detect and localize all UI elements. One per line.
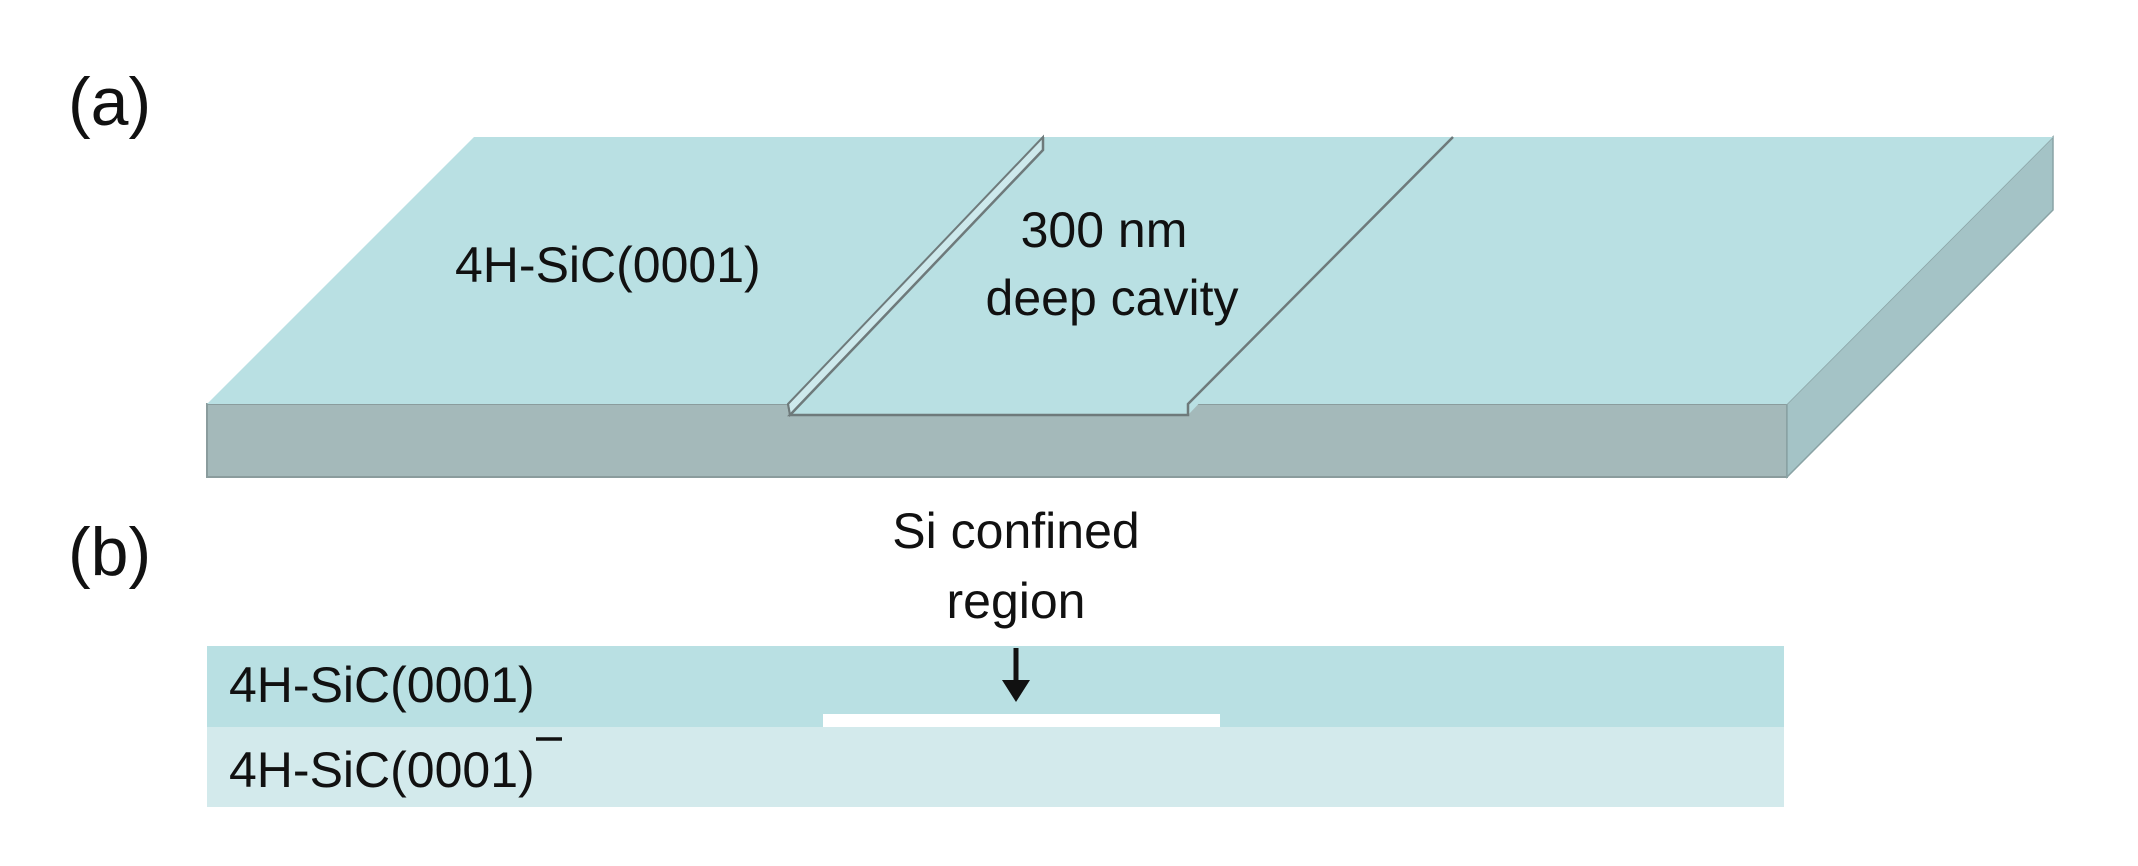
top-layer-label: 4H-SiC(0001): [229, 657, 535, 713]
cavity-front-notch: [787, 403, 791, 416]
bottom-layer-label: 4H-SiC(0001): [229, 742, 535, 798]
substrate-label: 4H-SiC(0001): [455, 237, 761, 293]
bottom-layer-label-suffix: ): [518, 742, 535, 798]
slab-right-face: [1786, 135, 2054, 479]
top-layer: [207, 646, 1784, 727]
cavity-label-line1: 300 nm: [1021, 202, 1188, 258]
region-label-line2: region: [947, 573, 1086, 629]
bottom-layer-label-overlined: 1: [490, 742, 518, 798]
panel-b-label: (b): [68, 514, 151, 590]
panel-a: (a) 4H-SiC(0001) 300 nm deep cavity: [68, 64, 2054, 479]
cavity-label-line2: deep cavity: [986, 270, 1239, 326]
panel-a-label: (a): [68, 64, 151, 140]
confined-region: [823, 714, 1220, 727]
cavity-outline: [787, 136, 1454, 417]
bottom-layer: [207, 727, 1784, 807]
arrow-icon: [1002, 648, 1030, 702]
bottom-layer-label-prefix: 4H-SiC(000: [229, 742, 490, 798]
region-label-line1: Si confined: [892, 503, 1139, 559]
cavity-floor: [790, 137, 1453, 415]
panel-b: (b) Si confined region 4H-SiC(0001) 4H-S…: [68, 503, 1784, 807]
